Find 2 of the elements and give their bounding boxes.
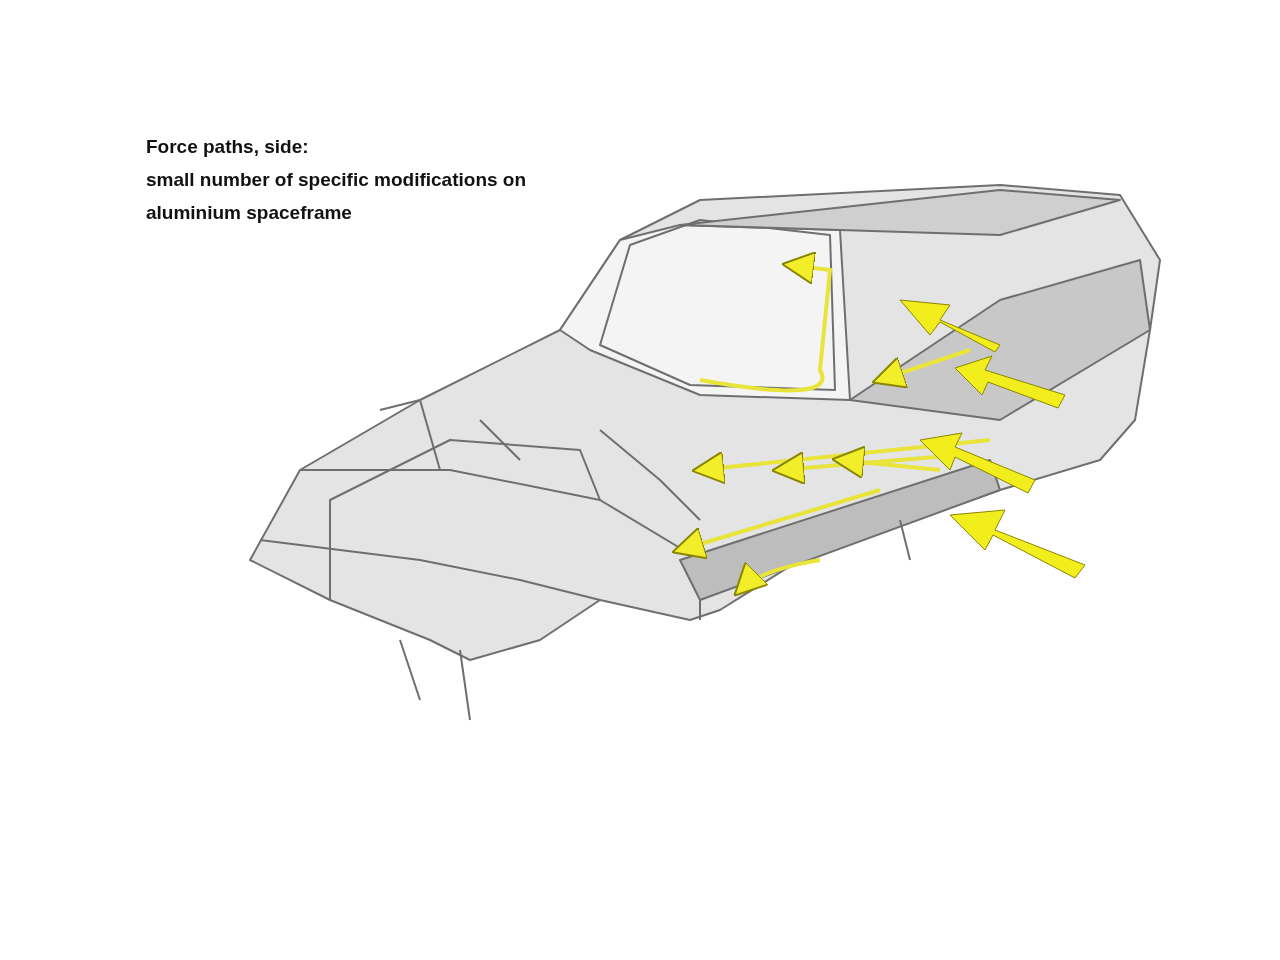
title: Force paths, side:	[146, 135, 309, 159]
description-text: small number of specific modifications on aluminium spaceframe	[146, 168, 528, 225]
